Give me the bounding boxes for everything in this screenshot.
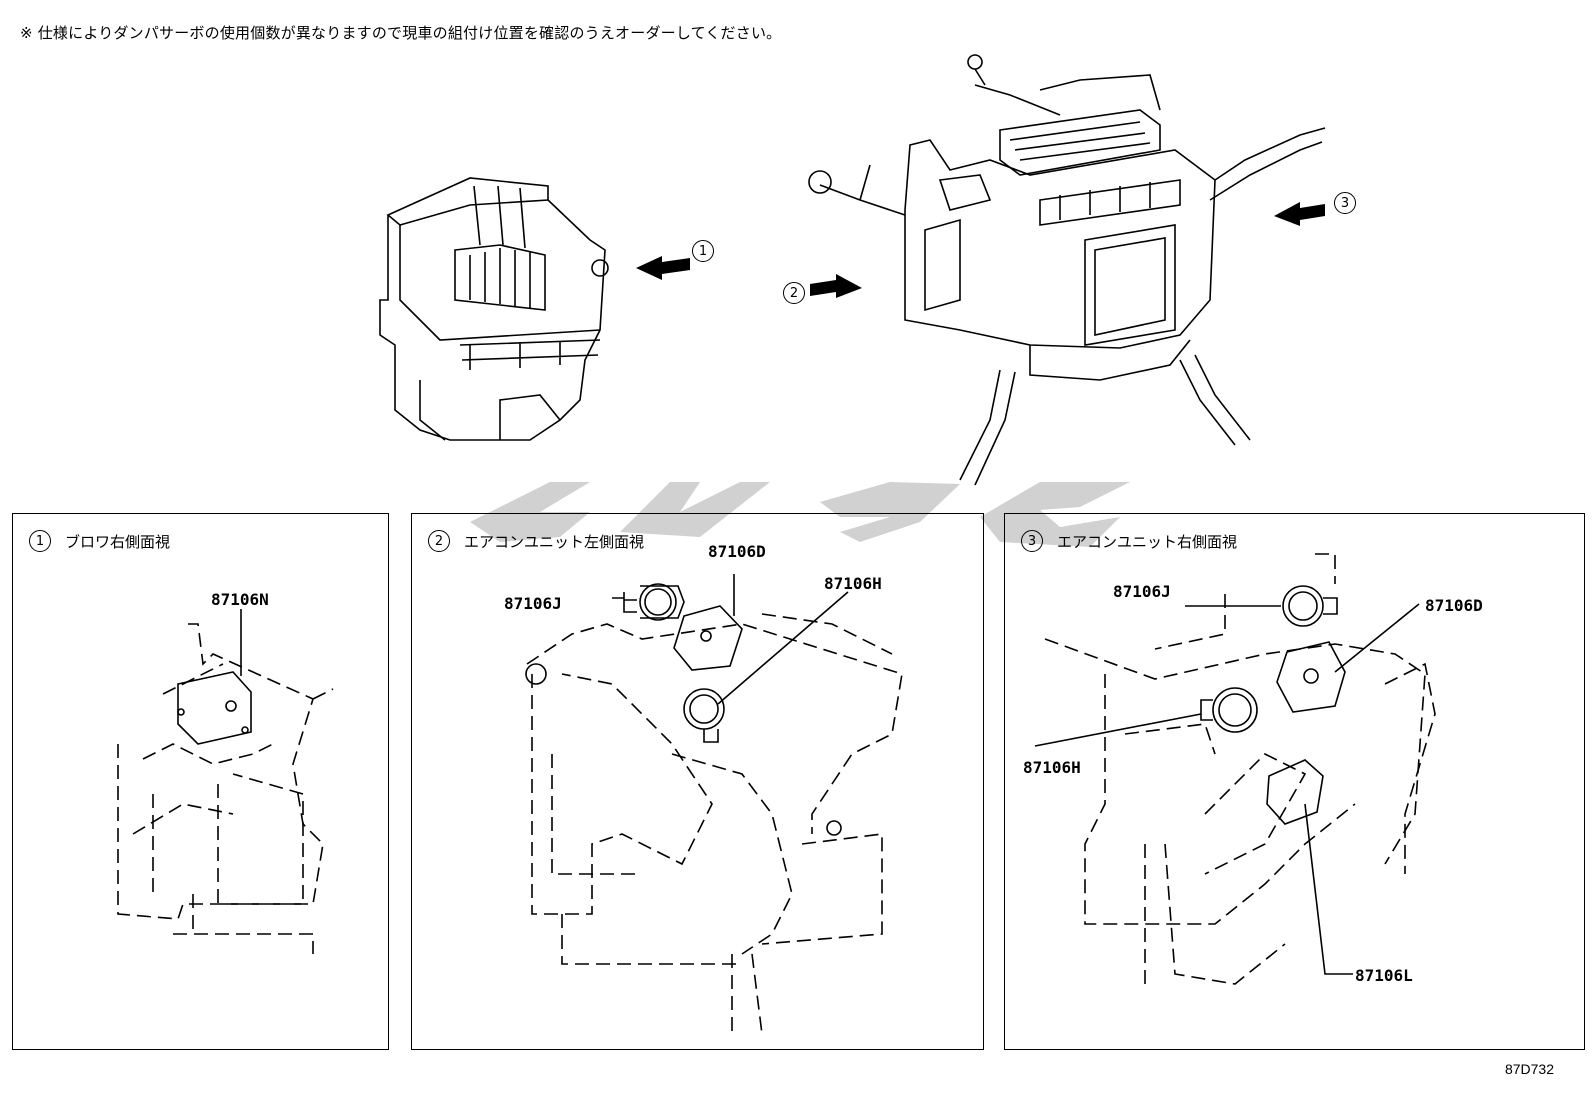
callout-3: 3 — [1334, 192, 1356, 214]
part-87106N-label: 87106N — [211, 590, 269, 609]
panel-ac-unit-left-view: 2 エアコンユニット左側面視 87106D 87106J 87106H — [411, 513, 984, 1050]
panel-1-title: 1 ブロワ右側面視 — [29, 530, 170, 552]
arrow-2 — [810, 274, 862, 298]
part-87106H-label-right: 87106H — [1023, 758, 1081, 777]
part-87106L-label: 87106L — [1355, 966, 1413, 985]
callout-2: 2 — [783, 282, 805, 304]
panel-2-number: 2 — [428, 530, 450, 552]
part-87106J-label-right: 87106J — [1113, 582, 1171, 601]
arrow-3 — [1274, 202, 1325, 226]
diagram-code: 87D732 — [1504, 1061, 1554, 1077]
panel-2-title: 2 エアコンユニット左側面視 — [428, 530, 644, 552]
watermark — [470, 482, 1130, 547]
panel-3-drawing — [1034, 553, 1436, 985]
panel-1-number: 1 — [29, 530, 51, 552]
panel-3-title: 3 エアコンユニット右側面視 — [1021, 530, 1237, 552]
panel-blower-right-view: 1 ブロワ右側面視 87106N — [12, 513, 389, 1050]
part-87106D-label: 87106D — [708, 542, 766, 561]
arrow-1 — [636, 256, 690, 280]
order-note: ※ 仕様によりダンパサーボの使用個数が異なりますので現車の組付け位置を確認のうえ… — [20, 24, 782, 42]
blower-unit-drawing — [379, 177, 609, 441]
panel-ac-unit-right-view: 3 エアコンユニット右側面視 87106J 87106D 87106H 8710… — [1004, 513, 1585, 1050]
part-87106J-label: 87106J — [504, 594, 562, 613]
panel-1-title-text: ブロワ右側面視 — [65, 532, 171, 551]
panel-1-drawing — [117, 609, 334, 954]
callout-1: 1 — [692, 240, 714, 262]
panel-2-title-text: エアコンユニット左側面視 — [464, 532, 645, 551]
panel-3-number: 3 — [1021, 530, 1043, 552]
panel-3-title-text: エアコンユニット右側面視 — [1057, 532, 1238, 551]
ac-unit-drawing — [808, 54, 1326, 486]
panel-2-drawing — [525, 574, 903, 1035]
part-87106H-label: 87106H — [824, 574, 882, 593]
part-87106D-label-right: 87106D — [1425, 596, 1483, 615]
